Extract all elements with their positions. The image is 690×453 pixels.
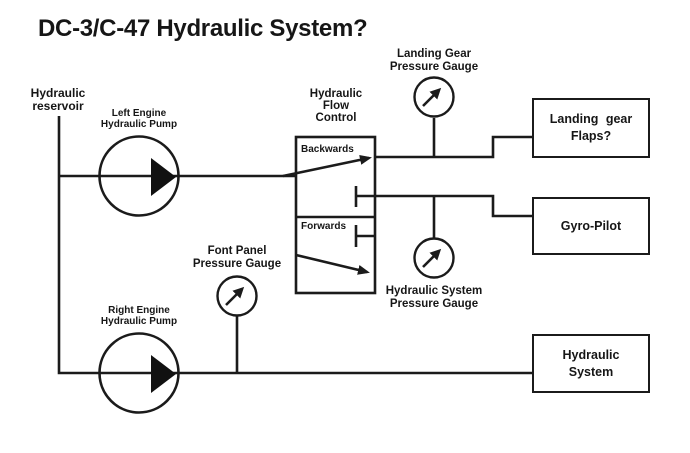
right-pump-label: Right Engine Hydraulic Pump xyxy=(100,305,178,327)
right-pump-flow-triangle-icon xyxy=(151,355,176,393)
forwards-label: Forwards xyxy=(301,221,347,232)
system-gauge-label: Hydraulic System Pressure Gauge xyxy=(385,285,483,310)
left-pump-flow-triangle-icon xyxy=(151,158,176,196)
forwards-flow-arrow xyxy=(295,253,370,275)
system-pressure-gauge-icon xyxy=(413,237,455,279)
hydraulic-system-box: Hydraulic System xyxy=(532,334,650,393)
landing-gear-pipe xyxy=(375,135,533,159)
front-panel-gauge-icon xyxy=(216,275,258,317)
reservoir-label: Hydraulic reservoir xyxy=(30,86,86,113)
front-gauge-label: Font Panel Pressure Gauge xyxy=(192,245,282,270)
landing-gear-flaps-label: Landing gear Flaps? xyxy=(549,112,633,143)
gyro-pilot-pipe xyxy=(356,194,533,218)
gyro-pilot-box: Gyro-Pilot xyxy=(532,197,650,255)
reservoir-to-system-pipe xyxy=(57,116,533,375)
front-gauge-needle-icon xyxy=(225,286,245,306)
hydraulic-system-label: Hydraulic System xyxy=(562,347,620,379)
landing-gear-gauge-icon xyxy=(413,76,455,118)
landing-gauge-needle-icon xyxy=(422,87,442,107)
backwards-label: Backwards xyxy=(301,144,354,155)
gyro-pilot-label: Gyro-Pilot xyxy=(560,218,622,233)
backwards-flow-arrow xyxy=(282,154,372,178)
left-pump-label: Left Engine Hydraulic Pump xyxy=(100,108,178,130)
flow-control-label: Hydraulic Flow Control xyxy=(309,88,363,124)
landing-gauge-label: Landing Gear Pressure Gauge xyxy=(389,48,479,73)
system-gauge-needle-icon xyxy=(422,248,442,268)
flow-control-box xyxy=(294,135,377,295)
diagram-title: DC-3/C-47 Hydraulic System? xyxy=(38,15,368,42)
landing-gear-flaps-box: Landing gear Flaps? xyxy=(532,98,650,158)
